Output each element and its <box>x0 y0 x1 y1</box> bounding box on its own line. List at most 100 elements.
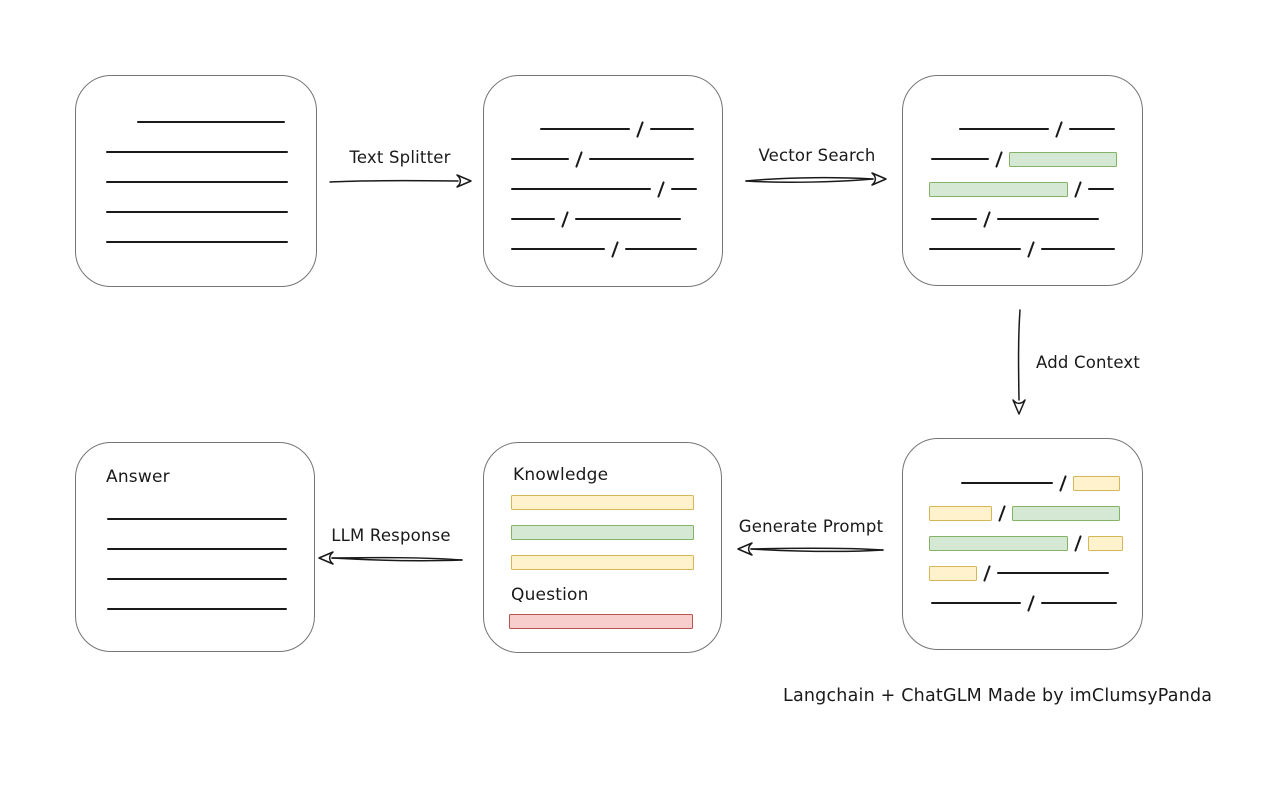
text-row <box>484 174 722 204</box>
text-row <box>903 588 1142 618</box>
text-row <box>76 534 314 564</box>
add-context-arrow-icon <box>1012 309 1026 415</box>
text-line <box>1041 248 1115 250</box>
context-chunks-node <box>902 438 1143 650</box>
text-line <box>511 188 651 190</box>
document-lines <box>76 76 316 257</box>
chunk-lines <box>484 76 722 264</box>
red-bar <box>509 614 693 629</box>
generate-prompt-label: Generate Prompt <box>738 517 884 536</box>
text-splitter-arrow-icon <box>329 174 472 188</box>
slash-separator <box>1074 180 1082 198</box>
text-row <box>903 558 1142 588</box>
document-node <box>75 75 317 287</box>
text-line <box>107 578 287 580</box>
green-highlight <box>929 181 1068 197</box>
text-line <box>511 248 605 250</box>
text-line <box>929 248 1021 250</box>
vector-results-node <box>902 75 1143 286</box>
text-line <box>931 158 989 160</box>
text-line <box>106 181 288 183</box>
slash-separator <box>1027 594 1035 612</box>
text-row <box>76 564 314 594</box>
text-splitter-label: Text Splitter <box>349 148 451 167</box>
text-row <box>76 594 314 624</box>
generate-prompt-arrow-icon <box>737 542 884 556</box>
question-heading: Question <box>511 585 589 605</box>
green-highlight <box>1009 151 1117 167</box>
text-row <box>903 204 1142 234</box>
text-row <box>76 167 316 197</box>
text-line <box>511 158 569 160</box>
yellow-bar <box>511 555 694 570</box>
text-row <box>903 468 1142 498</box>
knowledge-bars <box>511 495 694 570</box>
slash-separator <box>995 150 1003 168</box>
text-line <box>540 128 630 130</box>
text-row <box>903 498 1142 528</box>
vector-search-label: Vector Search <box>758 146 876 165</box>
text-row <box>484 144 722 174</box>
slash-separator <box>636 120 644 138</box>
yellow-bar <box>511 495 694 510</box>
slash-separator <box>575 150 583 168</box>
green-highlight <box>929 535 1068 551</box>
vector-result-lines <box>903 76 1142 264</box>
text-line <box>959 128 1049 130</box>
text-row <box>903 114 1142 144</box>
text-line <box>650 128 694 130</box>
text-row <box>903 144 1142 174</box>
slash-separator <box>983 564 991 582</box>
answer-lines <box>76 443 314 624</box>
answer-node: Answer <box>75 442 315 652</box>
yellow-highlight <box>1088 535 1123 551</box>
slash-separator <box>561 210 569 228</box>
text-row <box>903 174 1142 204</box>
context-lines <box>903 439 1142 618</box>
text-line <box>931 218 977 220</box>
text-line <box>1069 128 1115 130</box>
text-row <box>76 137 316 167</box>
text-line <box>106 211 288 213</box>
yellow-highlight <box>929 565 977 581</box>
text-row <box>76 107 316 137</box>
slash-separator <box>998 504 1006 522</box>
vector-search-arrow-icon <box>745 172 887 186</box>
yellow-highlight <box>1073 475 1120 491</box>
yellow-highlight <box>929 505 992 521</box>
knowledge-heading: Knowledge <box>513 465 609 485</box>
green-bar <box>511 525 694 540</box>
text-line <box>511 218 555 220</box>
slash-separator <box>1059 474 1067 492</box>
text-line <box>575 218 681 220</box>
llm-response-arrow-icon <box>318 551 463 565</box>
llm-response-label: LLM Response <box>331 526 451 545</box>
text-row <box>903 234 1142 264</box>
text-row <box>484 204 722 234</box>
text-line <box>671 188 697 190</box>
slash-separator <box>1027 240 1035 258</box>
green-highlight <box>1012 505 1120 521</box>
text-row <box>903 528 1142 558</box>
prompt-node: Knowledge Question <box>483 442 722 653</box>
text-line <box>931 602 1021 604</box>
text-line <box>107 518 287 520</box>
text-line <box>137 121 285 123</box>
text-line <box>106 151 288 153</box>
text-row <box>76 504 314 534</box>
text-line <box>106 241 288 243</box>
diagram-caption: Langchain + ChatGLM Made by imClumsyPand… <box>783 686 1213 706</box>
answer-heading: Answer <box>106 467 170 487</box>
text-line <box>997 218 1099 220</box>
text-line <box>1041 602 1117 604</box>
text-line <box>1088 188 1114 190</box>
slash-separator <box>1074 534 1082 552</box>
text-row <box>484 114 722 144</box>
text-row <box>484 234 722 264</box>
text-row <box>76 227 316 257</box>
text-line <box>107 548 287 550</box>
text-line <box>589 158 694 160</box>
slash-separator <box>983 210 991 228</box>
slash-separator <box>1055 120 1063 138</box>
